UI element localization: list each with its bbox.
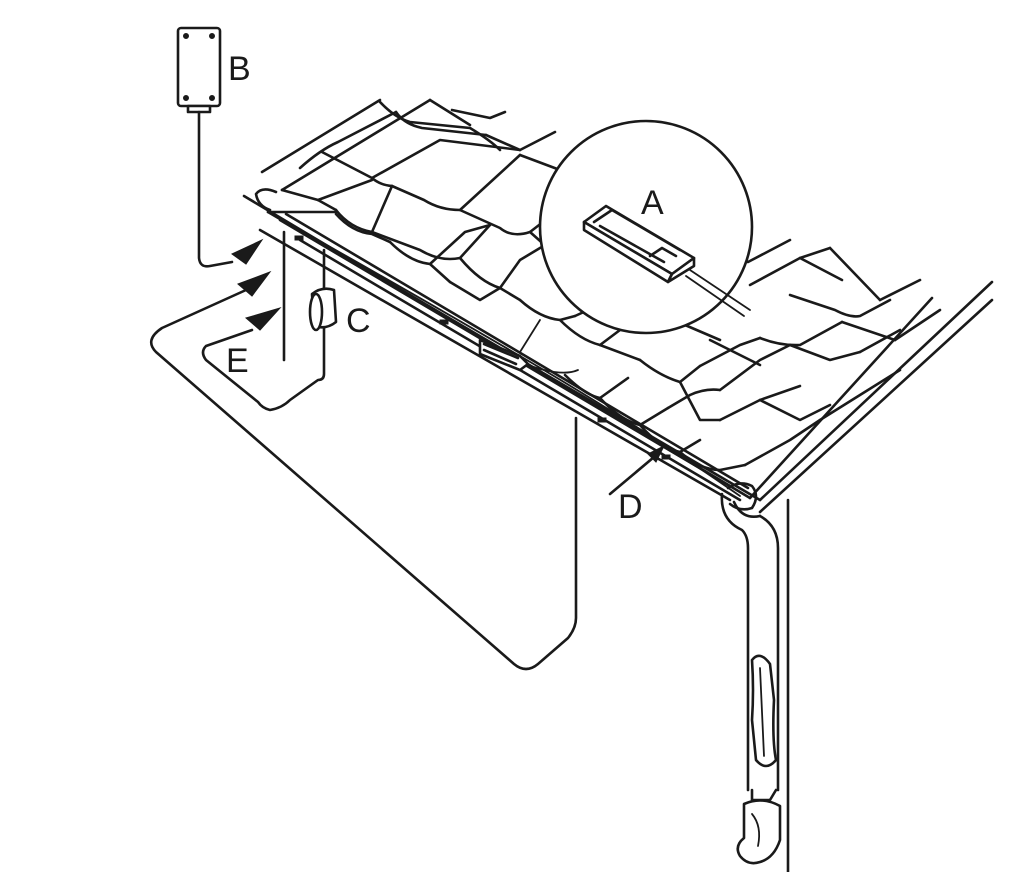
labels: B A C E D <box>226 50 664 526</box>
label-c: C <box>346 302 371 340</box>
cable-loop <box>149 288 578 671</box>
label-e: E <box>226 342 249 380</box>
label-a: A <box>641 184 664 222</box>
arrows <box>231 238 666 496</box>
downpipe <box>720 492 790 872</box>
sensor <box>201 230 338 412</box>
label-d: D <box>618 488 643 526</box>
detail-magnifier <box>519 119 754 353</box>
connection-box-small <box>478 338 530 372</box>
label-b: B <box>228 50 251 88</box>
controller-box <box>176 26 234 268</box>
